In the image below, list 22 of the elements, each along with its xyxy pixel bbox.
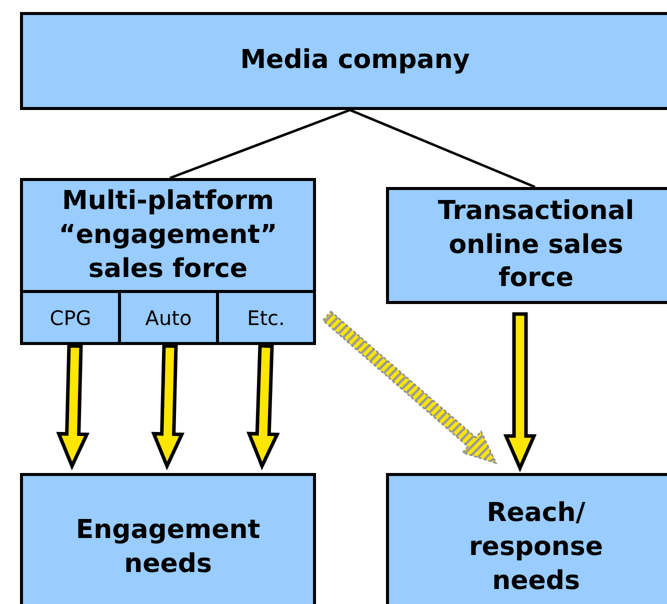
box-label: CPG: [50, 304, 92, 330]
box-label: Auto: [145, 304, 192, 330]
process-box: [20, 473, 316, 604]
connector-line: [170, 108, 350, 180]
block-arrow: [56, 344, 90, 470]
process-box: [20, 178, 316, 345]
process-box: [386, 473, 667, 604]
box-label: Transactional online sales force: [436, 194, 636, 296]
segment-box: [121, 290, 219, 342]
block-arrow: [322, 310, 498, 464]
box-label: Media company: [239, 44, 471, 78]
block-arrow: [151, 344, 185, 470]
segment-box: [23, 290, 121, 342]
box-label: Etc.: [247, 304, 285, 330]
block-arrow: [503, 312, 537, 472]
box-label: Multi-platform “engagement” sales force: [58, 185, 278, 286]
box-label: Engagement needs: [74, 514, 262, 581]
box-label: Reach/ response needs: [468, 497, 604, 598]
process-box: [20, 12, 667, 110]
process-box: [386, 187, 667, 304]
connector-line: [350, 108, 536, 188]
block-arrow: [246, 344, 280, 470]
